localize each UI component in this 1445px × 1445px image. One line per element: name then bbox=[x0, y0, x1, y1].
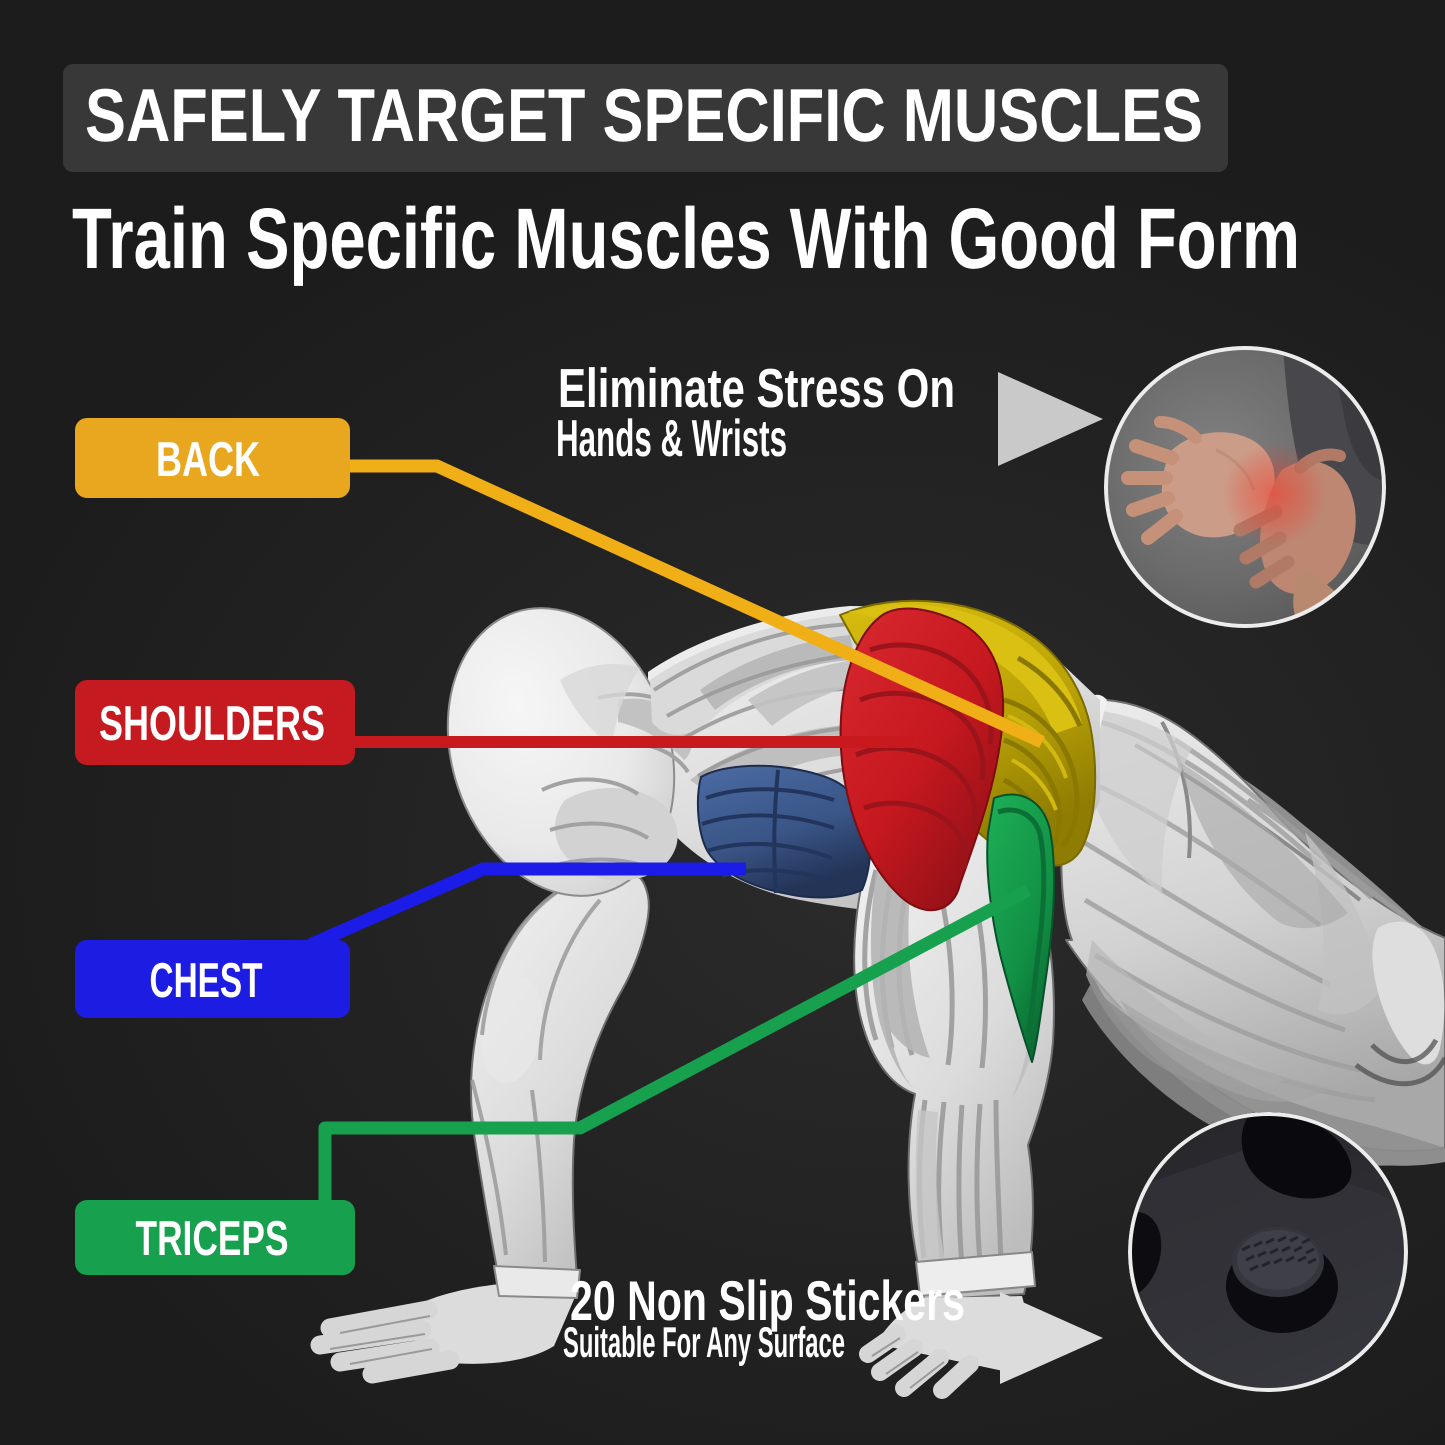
svg-text:Suitable For Any Surface: Suitable For Any Surface bbox=[563, 1319, 845, 1367]
svg-text:Train Specific Muscles With Go: Train Specific Muscles With Good Form bbox=[72, 191, 1300, 287]
svg-text:BACK: BACK bbox=[156, 433, 260, 487]
svg-text:Hands & Wrists: Hands & Wrists bbox=[556, 410, 787, 468]
svg-text:SAFELY TARGET SPECIFIC MUSCLES: SAFELY TARGET SPECIFIC MUSCLES bbox=[85, 73, 1203, 157]
svg-text:TRICEPS: TRICEPS bbox=[136, 1212, 289, 1266]
svg-text:SHOULDERS: SHOULDERS bbox=[99, 697, 325, 751]
svg-text:Eliminate Stress On: Eliminate Stress On bbox=[558, 357, 955, 419]
svg-text:20 Non Slip Stickers: 20 Non Slip Stickers bbox=[570, 1269, 965, 1332]
svg-text:CHEST: CHEST bbox=[150, 954, 263, 1008]
